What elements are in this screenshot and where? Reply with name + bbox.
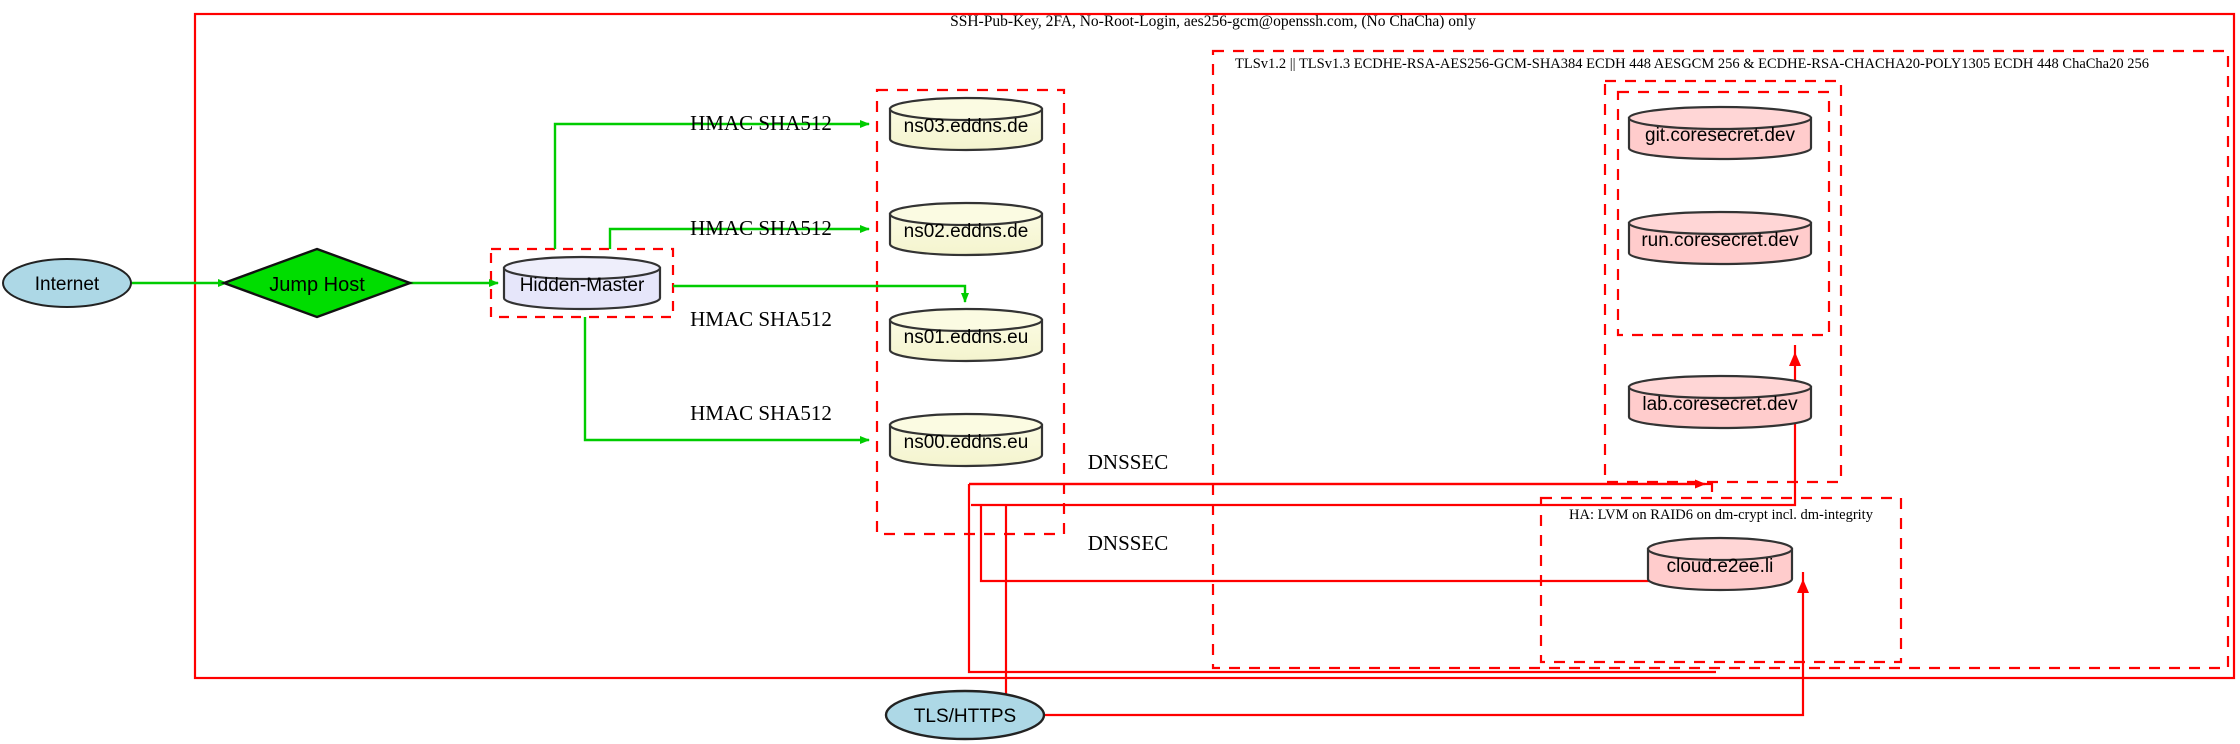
node-tls-https-label: TLS/HTTPS (914, 706, 1016, 727)
node-hidden-master[interactable]: Hidden-Master (502, 255, 662, 311)
node-lab-coresecret[interactable]: lab.coresecret.dev (1627, 374, 1813, 430)
edge-dnssec-upper-line (979, 505, 1710, 583)
node-lab-coresecret-label: lab.coresecret.dev (1642, 394, 1798, 415)
node-ns00-label: ns00.eddns.eu (904, 432, 1029, 453)
node-cloud-e2ee-label: cloud.e2ee.li (1667, 556, 1774, 577)
node-hidden-master-label: Hidden-Master (520, 275, 645, 296)
edge-tlshttps-right (1045, 572, 1805, 717)
edge-label-dnssec-1: DNSSEC (1088, 450, 1169, 474)
edge-master-to-ns02 (608, 225, 870, 249)
edge-label-hmac-3: HMAC SHA512 (690, 307, 832, 331)
edge-master-to-ns00 (583, 317, 870, 444)
arrow-into-coresecret (1789, 352, 1801, 366)
boundary-ssh-zone-label: SSH-Pub-Key, 2FA, No-Root-Login, aes256-… (950, 13, 1476, 30)
node-ns01[interactable]: ns01.eddns.eu (888, 307, 1044, 363)
node-cloud-e2ee[interactable]: cloud.e2ee.li (1646, 536, 1794, 592)
edge-dnssec-upper-arrow (969, 482, 1714, 492)
edge-label-dnssec-2: DNSSEC (1088, 531, 1169, 555)
arrow-into-ha (1797, 579, 1809, 593)
node-tls-https[interactable]: TLS/HTTPS (884, 689, 1046, 741)
boundary-nameserver-zone (875, 88, 1066, 536)
node-ns02-label: ns02.eddns.de (904, 221, 1029, 242)
boundary-tls-zone-label: TLSv1.2 || TLSv1.3 ECDHE-RSA-AES256-GCM-… (1235, 56, 2149, 72)
boundary-hidden-master-zone (489, 247, 675, 319)
node-ns00[interactable]: ns00.eddns.eu (888, 412, 1044, 468)
node-run-coresecret-label: run.coresecret.dev (1641, 230, 1799, 251)
edge-master-to-ns03 (553, 120, 870, 249)
node-git-coresecret[interactable]: git.coresecret.dev (1627, 105, 1813, 161)
node-ns03[interactable]: ns03.eddns.de (888, 96, 1044, 152)
edge-label-hmac-2: HMAC SHA512 (690, 216, 832, 240)
boundary-tls-zone (1211, 49, 2230, 670)
boundary-coresecret-inner-zone (1616, 90, 1831, 337)
edge-label-hmac-4: HMAC SHA512 (690, 401, 832, 425)
node-jump-host-label: Jump Host (269, 274, 365, 296)
edge-dnssec-upper (967, 484, 1716, 674)
boundary-ssh-zone (193, 12, 2236, 680)
edge-master-to-ns01 (673, 284, 969, 303)
node-ns02[interactable]: ns02.eddns.de (888, 201, 1044, 257)
node-ns03-label: ns03.eddns.de (904, 116, 1029, 137)
node-internet[interactable]: Internet (2, 258, 132, 308)
node-internet-label: Internet (35, 274, 100, 295)
node-git-coresecret-label: git.coresecret.dev (1645, 125, 1795, 146)
node-run-coresecret[interactable]: run.coresecret.dev (1627, 210, 1813, 266)
node-jump-host[interactable]: Jump Host (220, 247, 414, 319)
node-ns01-label: ns01.eddns.eu (904, 327, 1029, 348)
edge-label-hmac-1: HMAC SHA512 (690, 111, 832, 135)
boundary-ha-zone-label: HA: LVM on RAID6 on dm-crypt incl. dm-in… (1569, 507, 1874, 523)
